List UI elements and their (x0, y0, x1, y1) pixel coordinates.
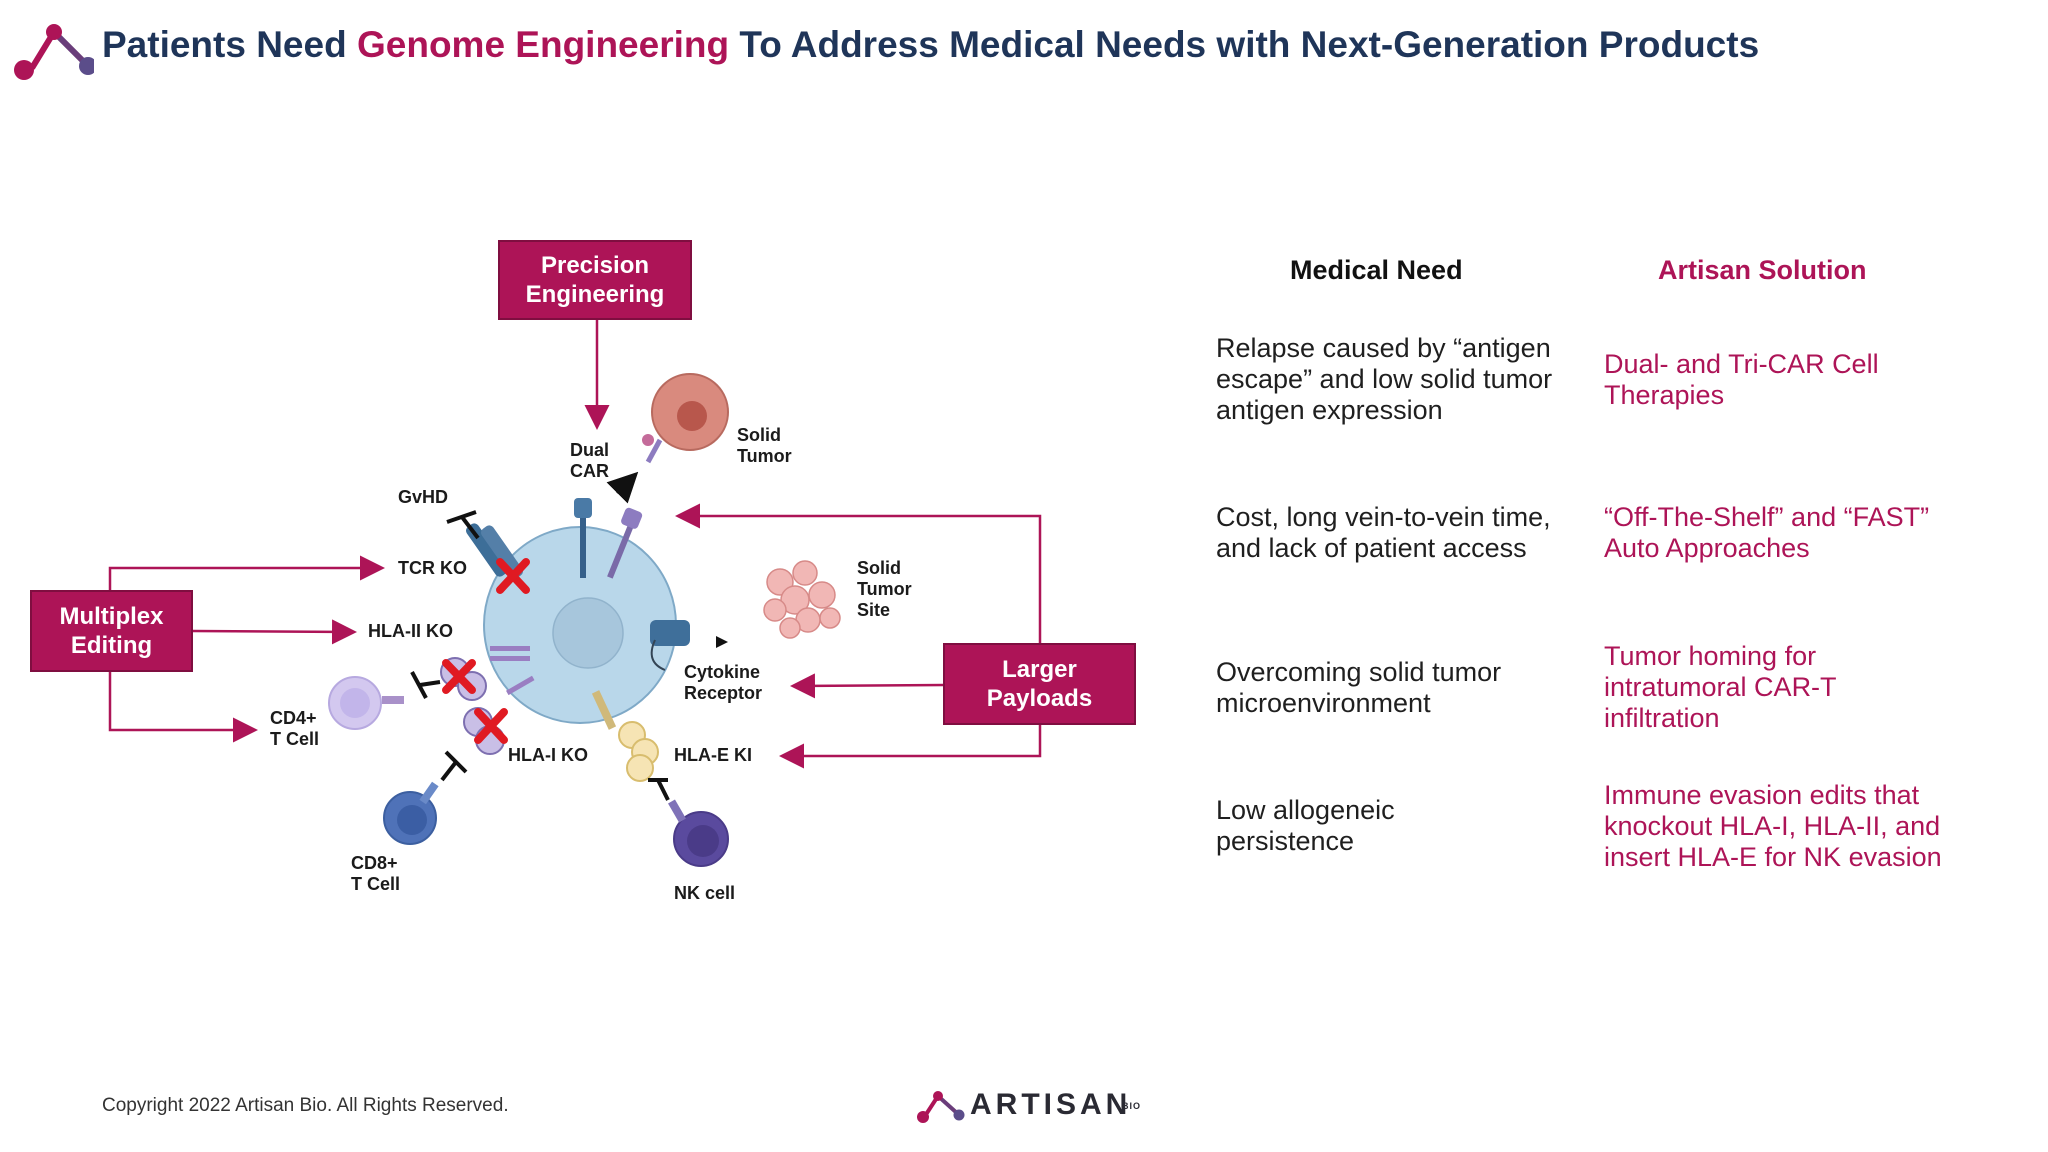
solution-row-2: “Off-The-Shelf” and “FAST” Auto Approach… (1604, 502, 1930, 563)
x-mark-icon (442, 558, 530, 744)
need-row-2: Cost, long vein-to-vein time, and lack o… (1216, 502, 1551, 563)
label-cd8-t-cell: CD8+T Cell (351, 853, 401, 894)
page-title: Patients Need Genome Engineering To Addr… (102, 24, 1760, 65)
arrow-icon (606, 471, 639, 504)
solution-row-1: Dual- and Tri-CAR Cell Therapies (1604, 349, 1879, 410)
medical-need-header: Medical Need (1290, 255, 1463, 285)
artisan-logo-icon (917, 1091, 965, 1123)
label-tcr-ko: TCR KO (398, 558, 467, 578)
label-cd4-t-cell: CD4+T Cell (270, 708, 320, 749)
receptors (466, 498, 690, 730)
label-nk-cell: NK cell (674, 883, 736, 903)
label-hla-ii-ko: HLA-II KO (368, 621, 453, 641)
title-highlight: Genome Engineering (356, 24, 730, 65)
solution-row-3: Tumor homing for intratumoral CAR-T infi… (1604, 641, 1837, 733)
label-hla-i-ko: HLA-I KO (508, 745, 588, 765)
cd4-receptor (382, 696, 404, 704)
artisan-logo-icon (14, 24, 94, 80)
arrow-icon (716, 636, 728, 648)
need-row-4: Low allogeneic persistence (1216, 795, 1395, 856)
need-row-1: Relapse caused by “antigen escape” and l… (1216, 333, 1553, 425)
need-row-3: Overcoming solid tumor microenvironment (1216, 657, 1502, 718)
label-gvhd: GvHD (398, 487, 449, 507)
connector-lines (108, 318, 1042, 769)
inhibition-icon (410, 510, 670, 801)
solid-tumor-site-icon (763, 560, 841, 639)
artisan-solution-header: Artisan Solution (1658, 255, 1867, 285)
solution-row-4: Immune evasion edits that knockout HLA-I… (1604, 780, 1942, 872)
brand-suffix: BIO (1122, 1101, 1142, 1111)
cell-nucleus (552, 597, 624, 669)
label-hla-e-ki: HLA-E KI (674, 745, 752, 765)
brand-wordmark: ARTISAN (970, 1088, 1132, 1121)
copyright-text: Copyright 2022 Artisan Bio. All Rights R… (102, 1095, 509, 1116)
